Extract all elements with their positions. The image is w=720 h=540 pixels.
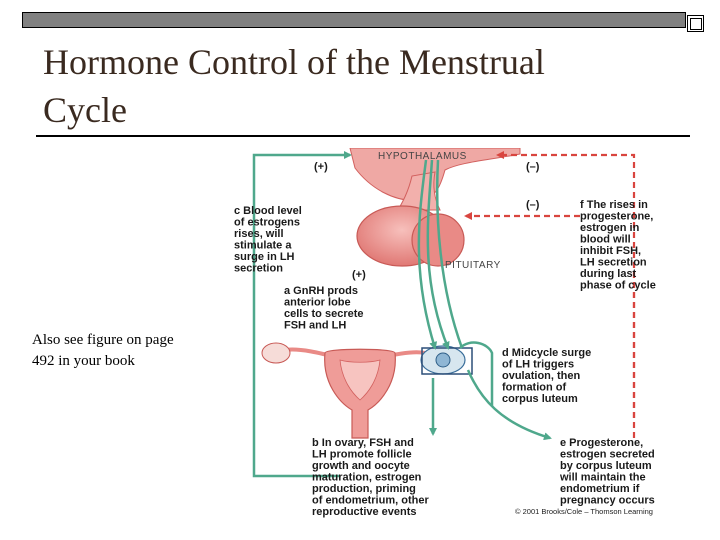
label-e-line: endometrium if [560, 483, 640, 495]
label-b-line: maturation, estrogen [312, 472, 422, 484]
arrow-ovary-to-d [459, 341, 494, 406]
title-underline [36, 135, 690, 137]
side-note: Also see figure on page 492 in your book [32, 330, 222, 372]
note-line-1: Also see figure on page [32, 332, 174, 348]
label-b-line: b In ovary, FSH and [312, 437, 414, 449]
label-f-line: inhibit FSH, [580, 245, 641, 257]
arrow-gnrh-to-ovary-3 [435, 159, 464, 349]
label-c-line: of estrogens [234, 217, 300, 229]
label-f-line: f The rises in [580, 199, 648, 211]
arrow-gnrh-to-ovary-2 [426, 159, 450, 350]
sign-minus-mid: (–) [526, 199, 540, 211]
label-b-line: reproductive events [312, 506, 417, 518]
label-d-line: of LH triggers [502, 359, 574, 371]
label-e-line: estrogen secreted [560, 449, 655, 461]
title-line-2: Cycle [43, 90, 127, 130]
label-c-line: c Blood level [234, 205, 302, 217]
label-c-line: secretion [234, 263, 283, 275]
label-e-line: will maintain the [559, 472, 646, 484]
label-d-line: formation of [502, 382, 566, 394]
arrow-gnrh-to-ovary-1 [417, 159, 438, 350]
label-c-line: surge in LH [234, 251, 295, 263]
label-b-line: production, priming [312, 483, 416, 495]
corner-checkbox-icon [687, 15, 704, 32]
slide-title: Hormone Control of the Menstrual Cycle [43, 38, 643, 134]
label-f-line: during last [580, 268, 637, 280]
slide-top-bar [22, 12, 686, 28]
label-f-line: LH secretion [580, 257, 647, 269]
hormone-control-diagram: HYPOTHALAMUS PITUITARY (+) (–) (–) (+) c… [234, 148, 656, 518]
label-c-line: stimulate a [234, 240, 292, 252]
title-line-1: Hormone Control of the Menstrual [43, 42, 545, 82]
arrow-feedback-loop-left [252, 151, 352, 478]
label-f-line: phase of cycle [580, 280, 656, 292]
hypothalamus-label: HYPOTHALAMUS [378, 151, 467, 162]
label-e-line: by corpus luteum [560, 460, 652, 472]
arrow-ovary-to-e [466, 369, 552, 441]
ovary-left [261, 342, 291, 364]
label-e-line: pregnancy occurs [560, 495, 655, 507]
pituitary-label: PITUITARY [445, 260, 501, 271]
label-a-line: cells to secrete [284, 308, 364, 320]
label-f-line: progesterone, [580, 211, 653, 223]
label-b-line: growth and oocyte [312, 460, 410, 472]
label-d-line: ovulation, then [502, 370, 581, 382]
uterine-cavity [339, 359, 381, 401]
label-a-line: anterior lobe [284, 297, 351, 309]
label-c-line: rises, will [234, 228, 284, 240]
label-b-line: of endometrium, other [312, 495, 429, 507]
label-a-line: a GnRH prods [284, 285, 358, 297]
sign-plus-top: (+) [314, 161, 328, 173]
follicle [435, 352, 451, 368]
label-f-line: blood will [580, 234, 631, 246]
label-a-line: FSH and LH [284, 320, 346, 332]
copyright-text: © 2001 Brooks/Cole – Thomson Learning [515, 507, 653, 516]
note-line-2: 492 in your book [32, 353, 135, 369]
label-d-line: d Midcycle surge [502, 347, 591, 359]
label-e-line: e Progesterone, [560, 437, 643, 449]
label-b-line: LH promote follicle [312, 449, 412, 461]
label-d-line: corpus luteum [502, 393, 578, 405]
sign-minus-top: (–) [526, 161, 540, 173]
label-f-line: estrogen in [580, 222, 640, 234]
sign-plus-mid: (+) [352, 269, 366, 281]
